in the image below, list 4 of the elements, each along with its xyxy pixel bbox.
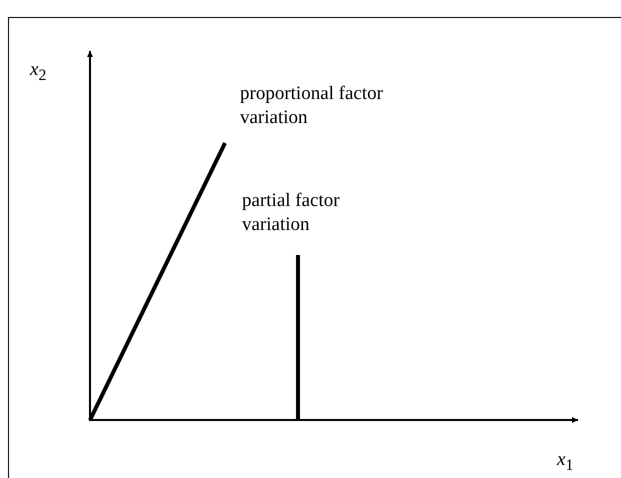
curve-label: proportional factor variation [240,82,384,130]
axis-label: x$_{2}$ [30,58,46,86]
axis-label: x$_{1}$ [557,448,574,476]
curve-label: partial factor variation [242,189,341,237]
